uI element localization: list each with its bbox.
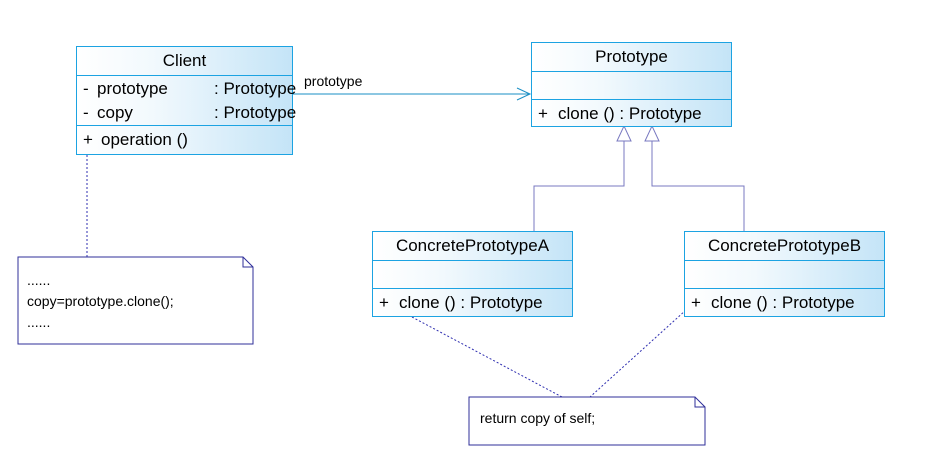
operation-signature: clone () : Prototype <box>399 293 543 312</box>
generalization-line-b <box>651 141 745 231</box>
attribute-type: : Prototype <box>214 79 297 98</box>
prototype-class-name: Prototype <box>595 47 668 66</box>
client-attributes-section: - prototype : Prototype - copy : Prototy… <box>77 75 296 125</box>
concrete-prototype-b-class-box[interactable]: ConcretePrototypeB + clone () : Prototyp… <box>684 231 885 317</box>
clone-note-link-b <box>589 309 687 398</box>
association-label: prototype <box>304 73 363 89</box>
concrete-prototype-a-attributes-section <box>373 260 572 288</box>
attribute-visibility: - <box>83 79 89 98</box>
clone-note-line: return copy of self; <box>480 410 596 426</box>
prototype-attributes-section <box>532 71 731 99</box>
operation-signature: operation () <box>101 130 188 149</box>
generalization-arrowhead-b <box>644 124 660 142</box>
clone-note-link-a <box>411 316 563 398</box>
attribute-type: : Prototype <box>214 103 297 122</box>
attribute-visibility: - <box>83 103 89 122</box>
client-note-line: ...... <box>27 272 51 288</box>
concrete-prototype-a-class-name: ConcretePrototypeA <box>395 236 550 255</box>
attribute-name: copy <box>97 103 133 122</box>
concrete-prototype-b-attributes-section <box>685 260 884 288</box>
client-attribute-row: - copy : Prototype <box>77 101 296 125</box>
concrete-prototype-b-class-name: ConcretePrototypeB <box>707 236 862 255</box>
client-class-name: Client <box>162 51 207 70</box>
client-operation-row: + operation () <box>77 128 292 152</box>
concrete-prototype-a-class-box[interactable]: ConcretePrototypeA + clone () : Prototyp… <box>372 231 573 317</box>
operation-visibility: + <box>379 293 389 312</box>
client-attribute-row: - prototype : Prototype <box>77 77 296 101</box>
operation-visibility: + <box>538 104 548 123</box>
prototype-operation-row: + clone () : Prototype <box>532 102 731 126</box>
concrete-prototype-a-operation-row: + clone () : Prototype <box>373 291 572 315</box>
client-operations-section: + operation () <box>77 125 292 154</box>
concrete-prototype-a-operations-section: + clone () : Prototype <box>373 288 572 316</box>
attribute-name: prototype <box>97 79 168 98</box>
generalization-arrowhead-a <box>616 124 632 142</box>
client-note-outline <box>17 256 254 345</box>
operation-signature: clone () : Prototype <box>558 104 702 123</box>
concrete-prototype-b-operations-section: + clone () : Prototype <box>685 288 884 316</box>
client-note-line: ...... <box>27 314 51 330</box>
association-arrowhead <box>516 87 532 101</box>
client-note-line: copy=prototype.clone(); <box>27 293 174 309</box>
prototype-class-box[interactable]: Prototype + clone () : Prototype <box>531 42 732 127</box>
clone-note-outline <box>468 396 706 446</box>
prototype-operations-section: + clone () : Prototype <box>532 99 731 126</box>
operation-visibility: + <box>691 293 701 312</box>
client-class-box[interactable]: Client - prototype : Prototype - copy : … <box>76 46 296 155</box>
operation-signature: clone () : Prototype <box>711 293 855 312</box>
operation-visibility: + <box>83 130 93 149</box>
generalization-line-a <box>533 141 625 231</box>
concrete-prototype-b-operation-row: + clone () : Prototype <box>685 291 884 315</box>
